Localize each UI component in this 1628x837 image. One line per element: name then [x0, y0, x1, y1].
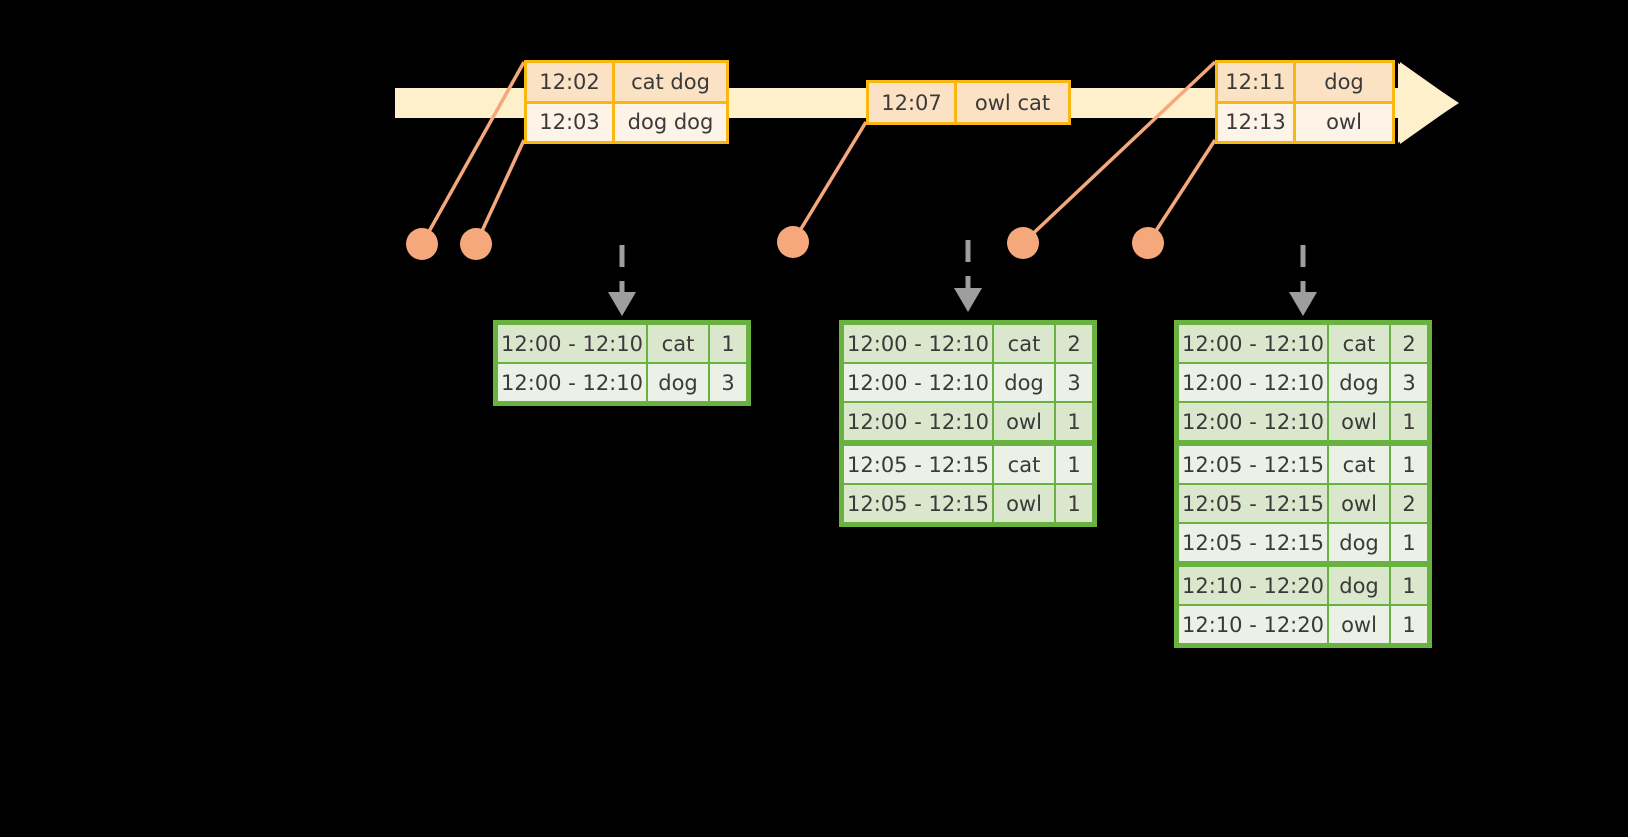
word-cell: dog — [1328, 363, 1390, 402]
window-cell: 12:00 - 12:10 — [1178, 402, 1328, 441]
emit-arrow-head-1 — [608, 292, 636, 316]
window-cell: 12:05 - 12:15 — [1178, 484, 1328, 523]
window-cell: 12:05 - 12:15 — [843, 445, 993, 484]
word-cell: cat — [1328, 445, 1390, 484]
table-row[interactable]: 12:00 - 12:10 owl 1 — [843, 402, 1093, 441]
result-table-2[interactable]: 12:00 - 12:10 cat 2 12:00 - 12:10 dog 3 … — [839, 320, 1097, 527]
count-cell: 1 — [1390, 523, 1428, 562]
count-cell: 1 — [1055, 402, 1093, 441]
connector-line-5 — [1146, 139, 1217, 244]
window-cell: 12:00 - 12:10 — [1178, 363, 1328, 402]
event-row[interactable]: 12:07 owl cat — [869, 83, 1068, 122]
event-words: dog — [1296, 63, 1392, 101]
count-cell: 2 — [1390, 324, 1428, 363]
table-row[interactable]: 12:00 - 12:10 dog 3 — [1178, 363, 1428, 402]
window-cell: 12:10 - 12:20 — [1178, 566, 1328, 605]
connector-line-3 — [791, 121, 868, 243]
window-cell: 12:00 - 12:10 — [843, 363, 993, 402]
event-words: owl — [1296, 103, 1392, 141]
connector-dot-2 — [460, 228, 492, 260]
connector-line-2 — [474, 139, 526, 245]
window-group-separator — [1178, 562, 1428, 566]
word-cell: dog — [647, 363, 709, 402]
event-time: 12:11 — [1218, 63, 1296, 101]
count-cell: 1 — [1390, 402, 1428, 441]
window-cell: 12:00 - 12:10 — [497, 324, 647, 363]
event-time: 12:03 — [527, 103, 615, 141]
count-cell: 1 — [709, 324, 747, 363]
event-row[interactable]: 12:02 cat dog — [527, 63, 726, 101]
count-cell: 3 — [1390, 363, 1428, 402]
table-row[interactable]: 12:10 - 12:20 dog 1 — [1178, 566, 1428, 605]
event-row[interactable]: 12:03 dog dog — [527, 100, 726, 141]
table-row[interactable]: 12:05 - 12:15 cat 1 — [843, 445, 1093, 484]
event-words: cat dog — [615, 63, 726, 101]
table-row[interactable]: 12:00 - 12:10 cat 1 — [497, 324, 747, 363]
table-row[interactable]: 12:10 - 12:20 owl 1 — [1178, 605, 1428, 644]
table-row[interactable]: 12:00 - 12:10 cat 2 — [1178, 324, 1428, 363]
word-cell: owl — [993, 402, 1055, 441]
count-cell: 3 — [1055, 363, 1093, 402]
event-row[interactable]: 12:11 dog — [1218, 63, 1392, 101]
connector-dot-5 — [1132, 227, 1164, 259]
event-words: dog dog — [615, 103, 726, 141]
table-row[interactable]: 12:05 - 12:15 owl 1 — [843, 484, 1093, 523]
count-cell: 1 — [1055, 484, 1093, 523]
window-cell: 12:05 - 12:15 — [1178, 523, 1328, 562]
window-group-separator — [1178, 441, 1428, 445]
word-cell: owl — [1328, 605, 1390, 644]
event-row[interactable]: 12:13 owl — [1218, 100, 1392, 141]
window-cell: 12:00 - 12:10 — [843, 324, 993, 363]
window-cell: 12:00 - 12:10 — [843, 402, 993, 441]
event-box-1[interactable]: 12:02 cat dog 12:03 dog dog — [524, 60, 729, 144]
table-row[interactable]: 12:05 - 12:15 cat 1 — [1178, 445, 1428, 484]
connector-dot-3 — [777, 226, 809, 258]
connector-dot-1 — [406, 228, 438, 260]
word-cell: cat — [647, 324, 709, 363]
table-row[interactable]: 12:00 - 12:10 dog 3 — [843, 363, 1093, 402]
word-cell: cat — [993, 445, 1055, 484]
window-cell: 12:05 - 12:15 — [1178, 445, 1328, 484]
window-cell: 12:10 - 12:20 — [1178, 605, 1328, 644]
table-row[interactable]: 12:05 - 12:15 dog 1 — [1178, 523, 1428, 562]
event-words: owl cat — [957, 83, 1068, 122]
count-cell: 1 — [1390, 566, 1428, 605]
word-cell: cat — [993, 324, 1055, 363]
word-cell: owl — [993, 484, 1055, 523]
count-cell: 1 — [1055, 445, 1093, 484]
window-cell: 12:00 - 12:10 — [497, 363, 647, 402]
event-time: 12:02 — [527, 63, 615, 101]
count-cell: 3 — [709, 363, 747, 402]
event-box-3[interactable]: 12:11 dog 12:13 owl — [1215, 60, 1395, 144]
connector-dot-4 — [1007, 227, 1039, 259]
word-cell: owl — [1328, 484, 1390, 523]
count-cell: 1 — [1390, 605, 1428, 644]
table-row[interactable]: 12:00 - 12:10 dog 3 — [497, 363, 747, 402]
table-row[interactable]: 12:00 - 12:10 cat 2 — [843, 324, 1093, 363]
count-cell: 2 — [1055, 324, 1093, 363]
word-cell: dog — [1328, 566, 1390, 605]
emit-arrow-head-3 — [1289, 292, 1317, 316]
result-table-3[interactable]: 12:00 - 12:10 cat 2 12:00 - 12:10 dog 3 … — [1174, 320, 1432, 648]
word-cell: dog — [993, 363, 1055, 402]
event-time: 12:13 — [1218, 103, 1296, 141]
emit-arrow-head-2 — [954, 288, 982, 312]
window-group-separator — [843, 441, 1093, 445]
word-cell: cat — [1328, 324, 1390, 363]
count-cell: 2 — [1390, 484, 1428, 523]
word-cell: dog — [1328, 523, 1390, 562]
event-time: 12:07 — [869, 83, 957, 122]
result-table-1[interactable]: 12:00 - 12:10 cat 1 12:00 - 12:10 dog 3 — [493, 320, 751, 406]
window-cell: 12:00 - 12:10 — [1178, 324, 1328, 363]
count-cell: 1 — [1390, 445, 1428, 484]
table-row[interactable]: 12:00 - 12:10 owl 1 — [1178, 402, 1428, 441]
event-box-2[interactable]: 12:07 owl cat — [866, 80, 1071, 125]
table-row[interactable]: 12:05 - 12:15 owl 2 — [1178, 484, 1428, 523]
window-cell: 12:05 - 12:15 — [843, 484, 993, 523]
word-cell: owl — [1328, 402, 1390, 441]
